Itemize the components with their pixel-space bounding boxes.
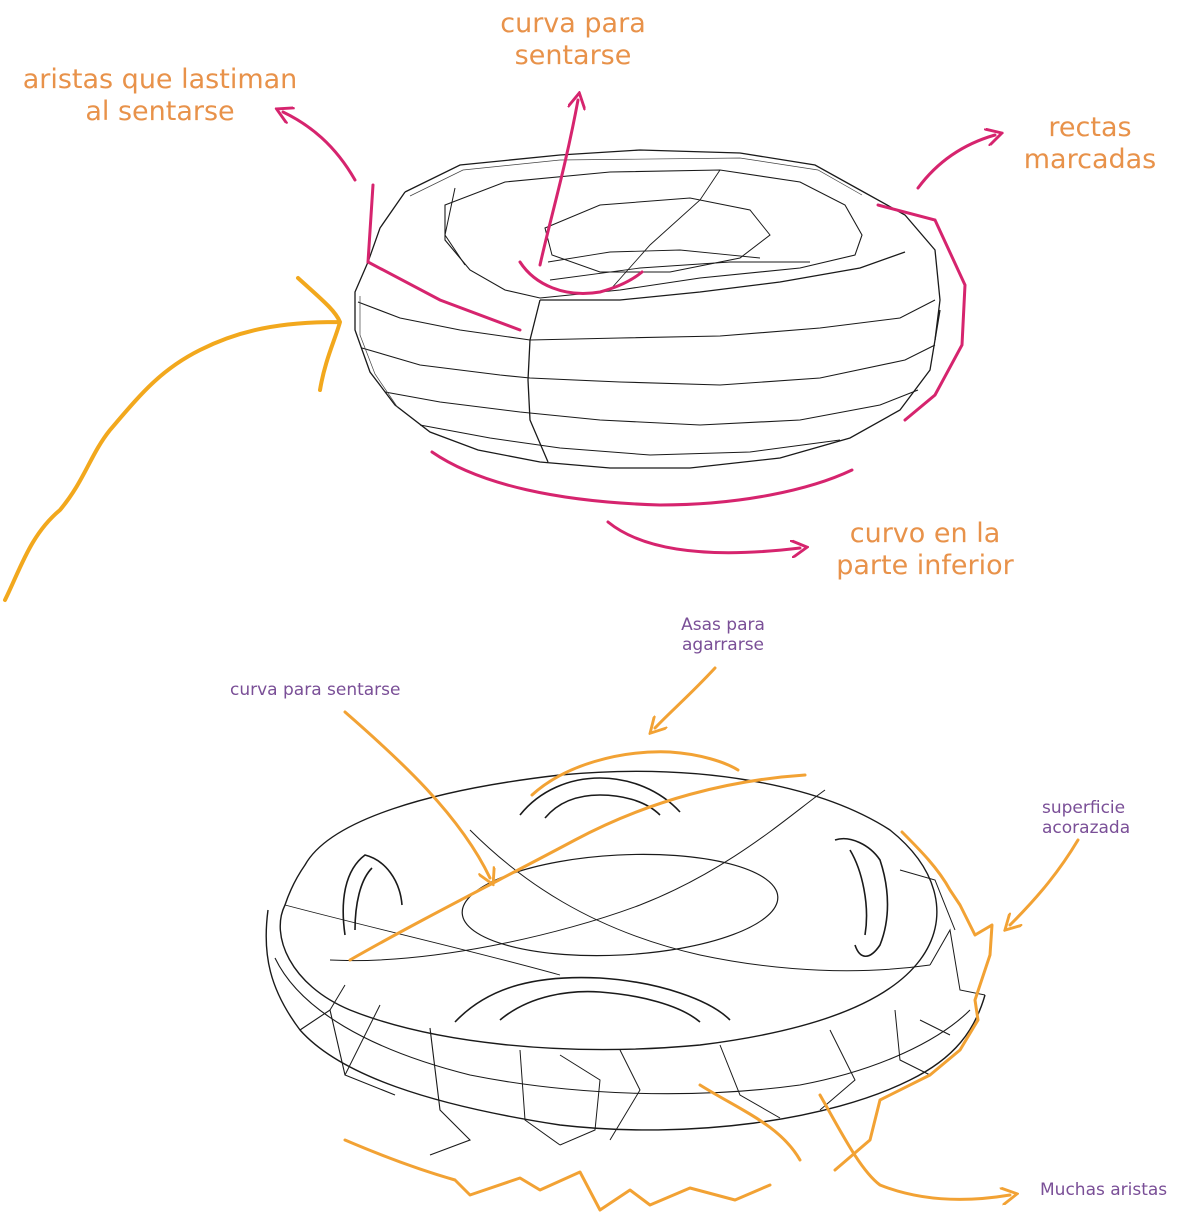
label-curvo-parte-inferior: curvo en la parte inferior: [830, 518, 1020, 582]
edge-bottom-curve: [432, 452, 852, 505]
label-line: Asas para: [668, 615, 778, 635]
label-line: acorazada: [1042, 818, 1130, 838]
handle-front: [455, 978, 730, 1022]
label-line: al sentarse: [10, 96, 310, 128]
zigzag-bottom: [345, 1140, 770, 1210]
connector-arrow: [5, 278, 340, 600]
edge-right-straight: [878, 205, 965, 420]
handle-left: [343, 855, 402, 935]
edge-left-straight: [368, 185, 520, 330]
label-line: aristas que lastiman: [10, 64, 310, 96]
label-curva-para-sentarse-bottom: curva para sentarse: [230, 680, 401, 700]
label-muchas-aristas: Muchas aristas: [1040, 1180, 1167, 1200]
label-line: marcadas: [1015, 144, 1165, 176]
arrow-superficie: [1010, 840, 1078, 925]
arrow-curva-up: [540, 100, 578, 265]
label-line: curva para sentarse: [230, 680, 401, 700]
label-rectas-marcadas: rectas marcadas: [1015, 112, 1165, 176]
curve-sit: [520, 262, 642, 293]
arrow-rectas: [918, 135, 995, 188]
label-line: rectas: [1015, 112, 1165, 144]
label-line: sentarse: [488, 40, 658, 72]
label-line: curva para: [488, 8, 658, 40]
label-asas-para-agarrarse: Asas para agarrarse: [668, 615, 778, 655]
label-line: curvo en la: [830, 518, 1020, 550]
lower-seat-sketch: [266, 771, 985, 1155]
lower-annotation-arrows: [345, 668, 1078, 1210]
label-line: parte inferior: [830, 550, 1020, 582]
upper-annotation-arrows: [283, 100, 995, 553]
zigzag-right: [835, 832, 992, 1170]
label-superficie-acorazada: superficie acorazada: [1042, 798, 1130, 838]
upper-seat-sketch: [355, 150, 940, 468]
arrow-curva: [345, 712, 490, 878]
arrow-asas: [655, 668, 715, 728]
label-aristas-que-lastiman: aristas que lastiman al sentarse: [10, 64, 310, 128]
handle-right: [835, 839, 888, 957]
curve-cross: [350, 775, 805, 960]
label-line: Muchas aristas: [1040, 1180, 1167, 1200]
arrow-curvo: [608, 522, 800, 553]
label-line: agarrarse: [668, 635, 778, 655]
label-curva-para-sentarse-top: curva para sentarse: [488, 8, 658, 72]
label-line: superficie: [1042, 798, 1130, 818]
